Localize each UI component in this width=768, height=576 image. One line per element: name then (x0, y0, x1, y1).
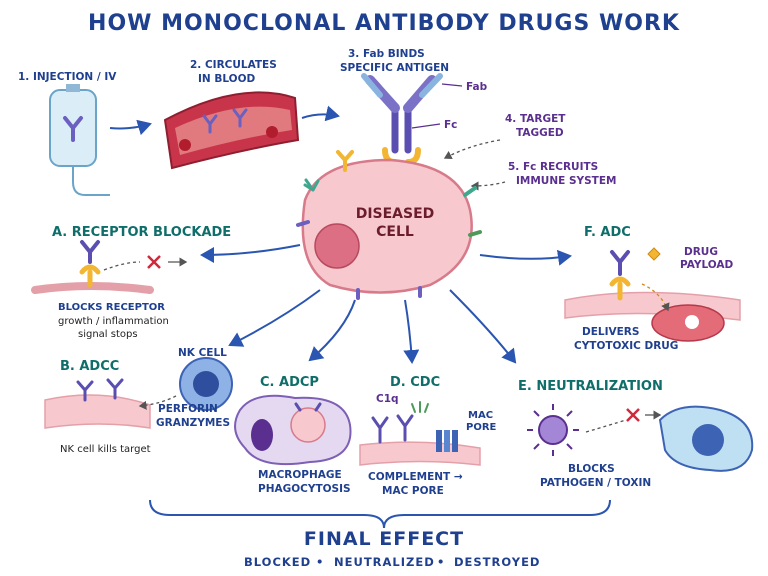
arrow-1-to-2 (109, 119, 152, 136)
drug-label-line2: PAYLOAD (680, 259, 734, 271)
outcome-separator-2: • (437, 555, 445, 569)
mechanism-e-title: E. NEUTRALIZATION (518, 379, 663, 394)
adcp-illustration (234, 394, 352, 466)
cell-label-line1: DISEASED (356, 206, 435, 222)
antibody-illustration (361, 73, 443, 165)
mechanism-c-line1: MACROPHAGE (258, 469, 342, 481)
mechanism-f-title: F. ADC (584, 225, 631, 240)
mechanism-d-title: D. CDC (390, 375, 440, 390)
mechanism-a-line3: signal stops (78, 329, 138, 340)
mechanism-c-line2: PHAGOCYTOSIS (258, 483, 351, 495)
arrow-to-a (200, 244, 301, 263)
final-outcomes: BLOCKED • NEUTRALIZED • DESTROYED (244, 555, 540, 569)
mechanism-f-line1: DELIVERS (582, 326, 639, 338)
mechanism-f-line2: CYTOTOXIC DRUG (574, 340, 678, 352)
step-5-label-line2: IMMUNE SYSTEM (516, 175, 616, 187)
neutralization-illustration (527, 404, 754, 472)
receptor-blockade-illustration (31, 240, 188, 294)
final-effect-title: FINAL EFFECT (304, 528, 464, 550)
granzymes-label: GRANZYMES (156, 417, 230, 429)
step-5-label-line1: 5. Fc RECRUITS (508, 161, 598, 173)
arrow-to-c (308, 299, 356, 362)
step-4-label-line2: TAGGED (516, 127, 564, 139)
arrow-step-5 (470, 181, 506, 191)
mechanism-b-title: B. ADCC (60, 359, 119, 374)
step-3-label-line1: 3. Fab BINDS (348, 48, 425, 60)
perforin-label: PERFORIN (158, 403, 218, 415)
c1q-label: C1q (376, 393, 399, 405)
step-2-label-line1: 2. CIRCULATES (190, 59, 277, 71)
step-1-label: 1. INJECTION / IV (18, 71, 117, 83)
arrow-step-4 (443, 139, 501, 160)
mechanism-a-title: A. RECEPTOR BLOCKADE (52, 225, 231, 240)
drug-label-line1: DRUG (684, 246, 718, 258)
iv-bag-illustration (49, 84, 110, 196)
arrow-to-f (479, 249, 572, 266)
arrow-2-to-3 (301, 105, 340, 122)
mechanism-e-line2: PATHOGEN / TOXIN (540, 477, 651, 489)
adc-illustration (564, 247, 741, 342)
fc-label: Fc (444, 119, 457, 131)
mac-label-line2: PORE (466, 422, 497, 433)
arrow-to-e (449, 289, 517, 364)
final-brace (149, 499, 611, 529)
outcome-neutralized: NEUTRALIZED (334, 555, 435, 569)
blood-vessel-illustration (163, 91, 300, 170)
page-title: HOW MONOCLONAL ANTIBODY DRUGS WORK (88, 11, 680, 36)
cell-label-line2: CELL (376, 224, 414, 240)
arrow-to-d (403, 299, 420, 364)
outcome-destroyed: DESTROYED (454, 555, 540, 569)
outcome-separator-1: • (316, 555, 324, 569)
mac-label-line1: MAC (468, 410, 493, 421)
mechanism-a-line1: BLOCKS RECEPTOR (58, 302, 165, 313)
mechanism-e-line1: BLOCKS (568, 463, 615, 475)
step-4-label-line1: 4. TARGET (505, 113, 566, 125)
cdc-illustration (359, 401, 481, 466)
diseased-cell (296, 150, 482, 300)
mechanism-d-line2: MAC PORE (382, 485, 444, 497)
adcc-illustration (44, 357, 233, 429)
arrow-to-b (228, 289, 321, 347)
mechanism-d-line1: COMPLEMENT → (368, 471, 463, 483)
step-3-label-line2: SPECIFIC ANTIGEN (340, 62, 449, 74)
mechanism-c-title: C. ADCP (260, 375, 319, 390)
mechanism-a-line2: growth / inflammation (58, 316, 169, 327)
outcome-blocked: BLOCKED (244, 555, 311, 569)
fab-label: Fab (466, 81, 488, 93)
nk-cell-label: NK CELL (178, 347, 227, 359)
mechanism-b-caption: NK cell kills target (60, 444, 151, 455)
step-2-label-line2: IN BLOOD (198, 73, 256, 85)
